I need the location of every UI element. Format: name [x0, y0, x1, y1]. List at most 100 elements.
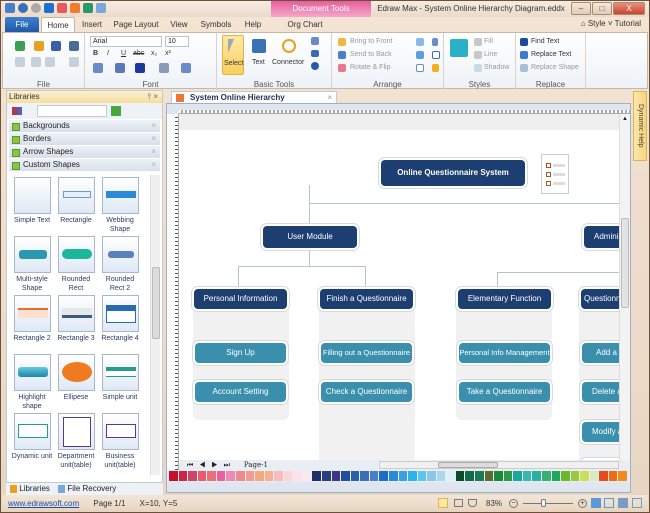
- shape-simple-unit[interactable]: Simple unit: [98, 354, 142, 402]
- color-swatch[interactable]: [331, 471, 341, 481]
- pdf-export-icon[interactable]: [57, 3, 67, 13]
- minimize-button[interactable]: –: [571, 2, 591, 15]
- shape-webbing[interactable]: Webbing Shape: [98, 177, 142, 234]
- color-swatch[interactable]: [484, 471, 494, 481]
- zoom-slider-thumb[interactable]: [541, 499, 546, 507]
- category-custom-shapes[interactable]: Custom Shapes×: [9, 159, 160, 171]
- tab-view[interactable]: View: [170, 20, 188, 29]
- move-icon[interactable]: [44, 3, 54, 13]
- color-swatch[interactable]: [436, 471, 446, 481]
- underline-button[interactable]: U: [121, 50, 127, 57]
- scrollbar-thumb[interactable]: [621, 218, 629, 308]
- shape-business-unit-table[interactable]: Business unit(table): [98, 413, 142, 470]
- node-user-module[interactable]: User Module: [263, 226, 357, 248]
- color-swatch[interactable]: [188, 471, 197, 481]
- rotate-flip-button[interactable]: Rotate & Flip: [350, 64, 391, 71]
- color-swatch[interactable]: [207, 471, 216, 481]
- color-swatch[interactable]: [446, 471, 455, 481]
- connector-label[interactable]: Connector: [272, 59, 305, 66]
- color-palette[interactable]: [167, 470, 630, 482]
- shadow-button[interactable]: Shadow: [484, 64, 510, 71]
- bold-button[interactable]: B: [93, 50, 99, 57]
- color-swatch[interactable]: [522, 471, 532, 481]
- svg-export-icon[interactable]: [83, 3, 93, 13]
- color-swatch[interactable]: [503, 471, 513, 481]
- dynamic-help-panel[interactable]: Dynamic Help: [633, 91, 647, 161]
- color-swatch[interactable]: [255, 471, 264, 481]
- color-swatch[interactable]: [427, 471, 436, 481]
- line-spacing-icon[interactable]: [93, 63, 103, 73]
- zoom-in-button[interactable]: +: [578, 499, 587, 508]
- file-recovery-tab[interactable]: File Recovery: [67, 484, 117, 493]
- text-tool-label[interactable]: Text: [252, 59, 265, 66]
- italic-button[interactable]: I: [107, 50, 109, 57]
- view-presentation-icon[interactable]: [468, 499, 477, 507]
- library-menu-icon[interactable]: [12, 107, 22, 115]
- align-icon[interactable]: [159, 63, 169, 73]
- shape-dynamic-unit[interactable]: Dynamic unit: [10, 413, 54, 461]
- line-tool-icon[interactable]: [311, 37, 319, 45]
- color-swatch[interactable]: [302, 471, 312, 481]
- color-swatch[interactable]: [235, 471, 245, 481]
- node-elementary-function[interactable]: Elementary Function: [458, 289, 551, 309]
- color-swatch[interactable]: [216, 471, 226, 481]
- node-questionnaire-management[interactable]: Questionna: [581, 289, 619, 309]
- vertical-scrollbar[interactable]: ▲ ▼: [619, 114, 630, 470]
- node-personal-information[interactable]: Personal Information: [194, 289, 287, 309]
- color-swatch[interactable]: [580, 471, 589, 481]
- color-swatch[interactable]: [283, 471, 293, 481]
- send-to-back-button[interactable]: Send to Back: [350, 51, 392, 58]
- strikethrough-button[interactable]: abc: [133, 50, 145, 57]
- color-swatch[interactable]: [398, 471, 408, 481]
- connector-icon[interactable]: [282, 39, 296, 53]
- shape-highlight[interactable]: Highlight shape: [10, 354, 54, 411]
- ppt-export-icon[interactable]: [70, 3, 80, 13]
- color-swatch[interactable]: [570, 471, 580, 481]
- color-swatch[interactable]: [312, 471, 321, 481]
- print-icon[interactable]: [69, 41, 79, 51]
- line-button[interactable]: Line: [484, 51, 498, 58]
- zoom-select-icon[interactable]: [604, 498, 614, 508]
- replace-text-button[interactable]: Replace Text: [531, 51, 572, 58]
- close-icon[interactable]: ×: [151, 160, 156, 169]
- library-go-icon[interactable]: [111, 106, 121, 116]
- node-check-questionnaire[interactable]: Check a Questionnaire: [321, 382, 412, 402]
- cut-icon[interactable]: [15, 57, 25, 67]
- align-objects-icon[interactable]: [416, 38, 424, 46]
- diagram-canvas[interactable]: Online Questionnaire System User Module …: [179, 114, 619, 470]
- save-icon[interactable]: [51, 41, 61, 51]
- shape-rectangle-4[interactable]: Rectangle 4: [98, 295, 142, 343]
- color-swatch[interactable]: [264, 471, 274, 481]
- color-swatch[interactable]: [417, 471, 427, 481]
- theme-style-icon[interactable]: [450, 39, 468, 57]
- color-swatch[interactable]: [513, 471, 522, 481]
- superscript-button[interactable]: x²: [165, 50, 171, 57]
- color-swatch[interactable]: [197, 471, 207, 481]
- category-arrow-shapes[interactable]: Arrow Shapes×: [9, 146, 160, 158]
- paste-icon[interactable]: [45, 57, 55, 67]
- tab-home[interactable]: Home: [41, 17, 75, 32]
- page-view-icon[interactable]: [632, 498, 642, 508]
- color-swatch[interactable]: [245, 471, 255, 481]
- style-link[interactable]: Style: [587, 19, 606, 28]
- open-icon[interactable]: [34, 41, 44, 51]
- node-administrator-module[interactable]: Adminis: [584, 226, 619, 248]
- color-swatch[interactable]: [274, 471, 283, 481]
- shape-multi-style[interactable]: Multi-style Shape: [10, 236, 54, 293]
- page-nav-buttons[interactable]: ⏮ ◀ ▶ ⏭: [187, 462, 232, 469]
- shape-simple-text[interactable]: Simple Text: [10, 177, 54, 225]
- node-personal-info-management[interactable]: Personal Info Management: [459, 343, 550, 363]
- view-normal-icon[interactable]: [438, 498, 448, 508]
- color-swatch[interactable]: [599, 471, 608, 481]
- zoom-slider[interactable]: [523, 499, 573, 507]
- color-swatch[interactable]: [541, 471, 551, 481]
- maximize-button[interactable]: □: [592, 2, 612, 15]
- new-icon[interactable]: [15, 41, 25, 51]
- bring-to-front-button[interactable]: Bring to Front: [350, 38, 393, 45]
- copy-icon[interactable]: [31, 57, 41, 67]
- fit-page-icon[interactable]: [591, 498, 601, 508]
- replace-shape-button[interactable]: Replace Shape: [531, 64, 579, 71]
- node-modify-questionnaire[interactable]: Modify a: [582, 422, 619, 442]
- shape-ellipse[interactable]: Ellipese: [54, 354, 98, 402]
- color-swatch[interactable]: [169, 471, 178, 481]
